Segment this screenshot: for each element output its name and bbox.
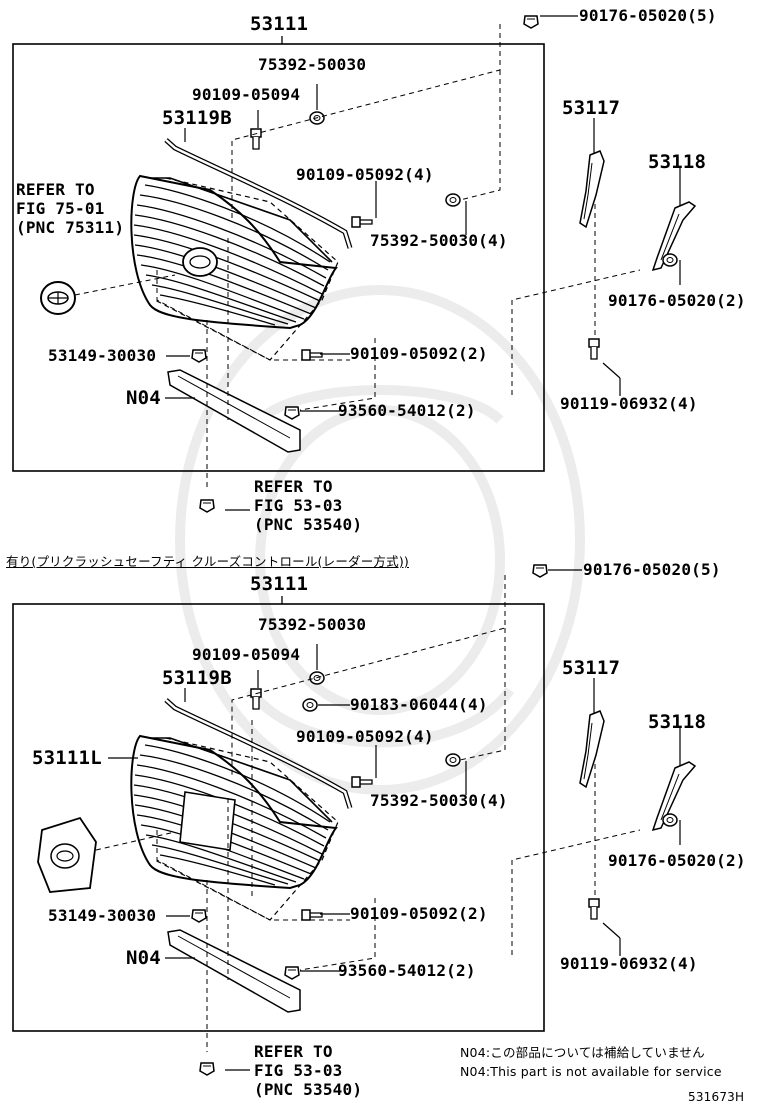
refer-53-line1: REFER TO: [254, 477, 333, 496]
label-90109-05092-4: 90109-05092(4): [296, 165, 434, 184]
bottom-panel-title: 53111: [250, 573, 309, 595]
reinforcement-n04-top: [167, 369, 301, 453]
clip-53540-top: [199, 499, 215, 513]
nut-90183-bottom: [302, 698, 318, 712]
clip-93560-top: [284, 406, 300, 420]
clip-53149-bottom: [191, 909, 207, 923]
clip-53540-bottom: [199, 1062, 215, 1076]
radar-window-bottom: [179, 791, 236, 851]
label-75392-b-b: 75392-50030(4): [370, 791, 508, 810]
label-75392-a: 75392-50030: [258, 55, 367, 74]
clip-90176-side-top: [662, 253, 678, 267]
refer-53-b-line2: FIG 53-03: [254, 1061, 343, 1080]
label-75392-b: 75392-50030(4): [370, 231, 508, 250]
bolt-90119-bottom: [588, 898, 600, 920]
bracket-53117-bottom: [579, 710, 605, 788]
refer-75-line2: FIG 75-01: [16, 199, 105, 218]
label-53149: 53149-30030: [48, 346, 157, 365]
label-53119b: 53119B: [162, 107, 232, 129]
label-53149-b: 53149-30030: [48, 906, 157, 925]
bottom-panel-frame: [12, 603, 545, 1032]
label-93560: 93560-54012(2): [338, 401, 476, 420]
label-90176-side-b: 90176-05020(2): [608, 851, 746, 870]
label-n04: N04: [126, 387, 161, 409]
label-90183: 90183-06044(4): [350, 695, 488, 714]
clip-93560-bottom: [284, 966, 300, 980]
radar-emblem-bottom: [37, 816, 97, 893]
label-90109-05094-b: 90109-05094: [192, 645, 301, 664]
bolt-90109-05094-top: [250, 128, 262, 150]
screw-90109-05092-4-top: [351, 216, 373, 228]
label-53118: 53118: [648, 151, 707, 173]
label-53117-b: 53117: [562, 657, 621, 679]
figure-code: 531673H: [688, 1090, 745, 1104]
nut-75392-50030-4-top: [445, 193, 461, 207]
refer-53-b-line1: REFER TO: [254, 1042, 333, 1061]
clip-53149-top: [191, 349, 207, 363]
nut-75392-50030-4-bottom: [445, 753, 461, 767]
bracket-53117-top: [579, 150, 605, 228]
refer-53-b-line3: (PNC 53540): [254, 1080, 363, 1099]
label-90109-05092-2-b: 90109-05092(2): [350, 904, 488, 923]
clip-90176-top: [523, 15, 539, 29]
label-53119b-b: 53119B: [162, 667, 232, 689]
note-jp: N04:この部品については補給していません: [460, 1045, 705, 1060]
label-90119: 90119-06932(4): [560, 394, 698, 413]
variant-caption: 有り(プリクラッシュセーフティ クルーズコントロール(レーダー方式)): [6, 554, 409, 569]
bolt-90119-top: [588, 338, 600, 360]
refer-53-line3: (PNC 53540): [254, 515, 363, 534]
label-90176-side: 90176-05020(2): [608, 291, 746, 310]
reinforcement-n04-bottom: [167, 929, 301, 1013]
top-panel-frame: [12, 43, 545, 472]
refer-53-line2: FIG 53-03: [254, 496, 343, 515]
label-53111l: 53111L: [32, 747, 102, 769]
clip-90176-bottom: [532, 564, 548, 578]
screw-90109-05092-2-bottom: [301, 909, 323, 921]
label-90176-top: 90176-05020(5): [579, 6, 717, 25]
label-75392-a-b: 75392-50030: [258, 615, 367, 634]
label-90109-05092-4-b: 90109-05092(4): [296, 727, 434, 746]
label-90119-b: 90119-06932(4): [560, 954, 698, 973]
bolt-90109-05094-bottom: [250, 688, 262, 710]
grille-bottom: [130, 735, 339, 921]
label-53118-b: 53118: [648, 711, 707, 733]
label-90176-top-b: 90176-05020(5): [583, 560, 721, 579]
screw-90109-05092-2-top: [301, 349, 323, 361]
label-90109-05094: 90109-05094: [192, 85, 301, 104]
clip-90176-side-bottom: [662, 813, 678, 827]
top-panel: [12, 15, 696, 513]
refer-75-line3: (PNC 75311): [16, 218, 125, 237]
note-en: N04:This part is not available for servi…: [460, 1064, 722, 1079]
label-93560-b: 93560-54012(2): [338, 961, 476, 980]
label-n04-b: N04: [126, 947, 161, 969]
lion-crest-watermark: [175, 285, 585, 795]
refer-75-line1: REFER TO: [16, 180, 95, 199]
grille-emblem-top: [182, 247, 218, 277]
grille-top: [130, 175, 339, 361]
top-panel-title: 53111: [250, 13, 309, 35]
label-53117: 53117: [562, 97, 621, 119]
label-90109-05092-2: 90109-05092(2): [350, 344, 488, 363]
bottom-panel: [12, 564, 696, 1076]
